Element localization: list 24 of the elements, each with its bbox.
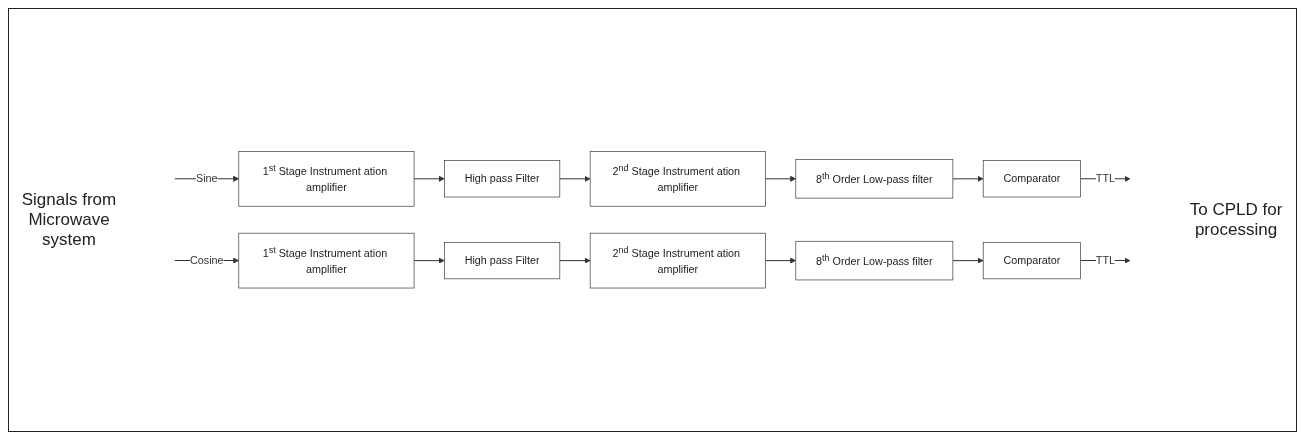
note-text: Signals from Microwave system — [20, 190, 118, 250]
edge-label: Cosine — [190, 254, 224, 267]
arrow — [952, 176, 984, 183]
arrow — [952, 257, 984, 264]
edge-label: Sine — [196, 173, 218, 185]
node-box: High pass Filter — [444, 242, 561, 280]
arrow — [559, 257, 591, 264]
arrow — [764, 176, 797, 183]
arrow — [764, 257, 797, 264]
node-box: 2$^{nd}$ Stage Instrument ation amplifier — [589, 151, 766, 207]
node-box: 1$^{st}$ Stage Instrument ation amplifier — [238, 233, 415, 289]
arrow — [413, 257, 445, 264]
node-box: Comparator — [982, 160, 1081, 198]
node-box: High pass Filter — [444, 160, 561, 198]
arrow — [559, 176, 591, 183]
node-box: 2$^{nd}$ Stage Instrument ation amplifier — [589, 233, 766, 289]
edge-label: TTL — [1095, 254, 1115, 267]
node-box: Comparator — [982, 242, 1081, 280]
arrow — [413, 176, 445, 183]
edge-label: TTL — [1095, 173, 1115, 185]
note-text: To CPLD for processing — [1188, 200, 1284, 240]
node-box: 8$^{th}$ Order Low-pass filter — [795, 159, 954, 199]
node-box: 8$^{th}$ Order Low-pass filter — [795, 241, 954, 281]
node-box: 1$^{st}$ Stage Instrument ation amplifier — [238, 151, 415, 207]
